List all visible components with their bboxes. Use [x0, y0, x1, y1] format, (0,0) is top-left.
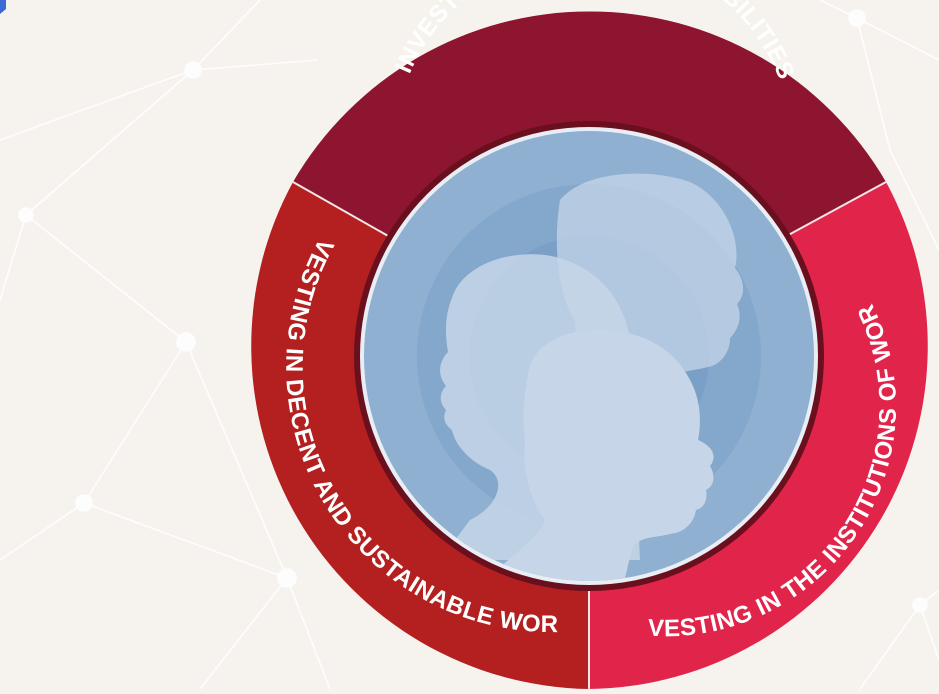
silhouettes	[440, 173, 744, 581]
corner-mark	[0, 0, 6, 14]
segment-decent-work	[251, 182, 589, 689]
silhouette-front	[470, 329, 714, 581]
center-portrait	[364, 131, 814, 581]
segment-divider	[292, 181, 398, 242]
segment-institutions	[589, 182, 928, 689]
segment-divider	[780, 181, 887, 240]
